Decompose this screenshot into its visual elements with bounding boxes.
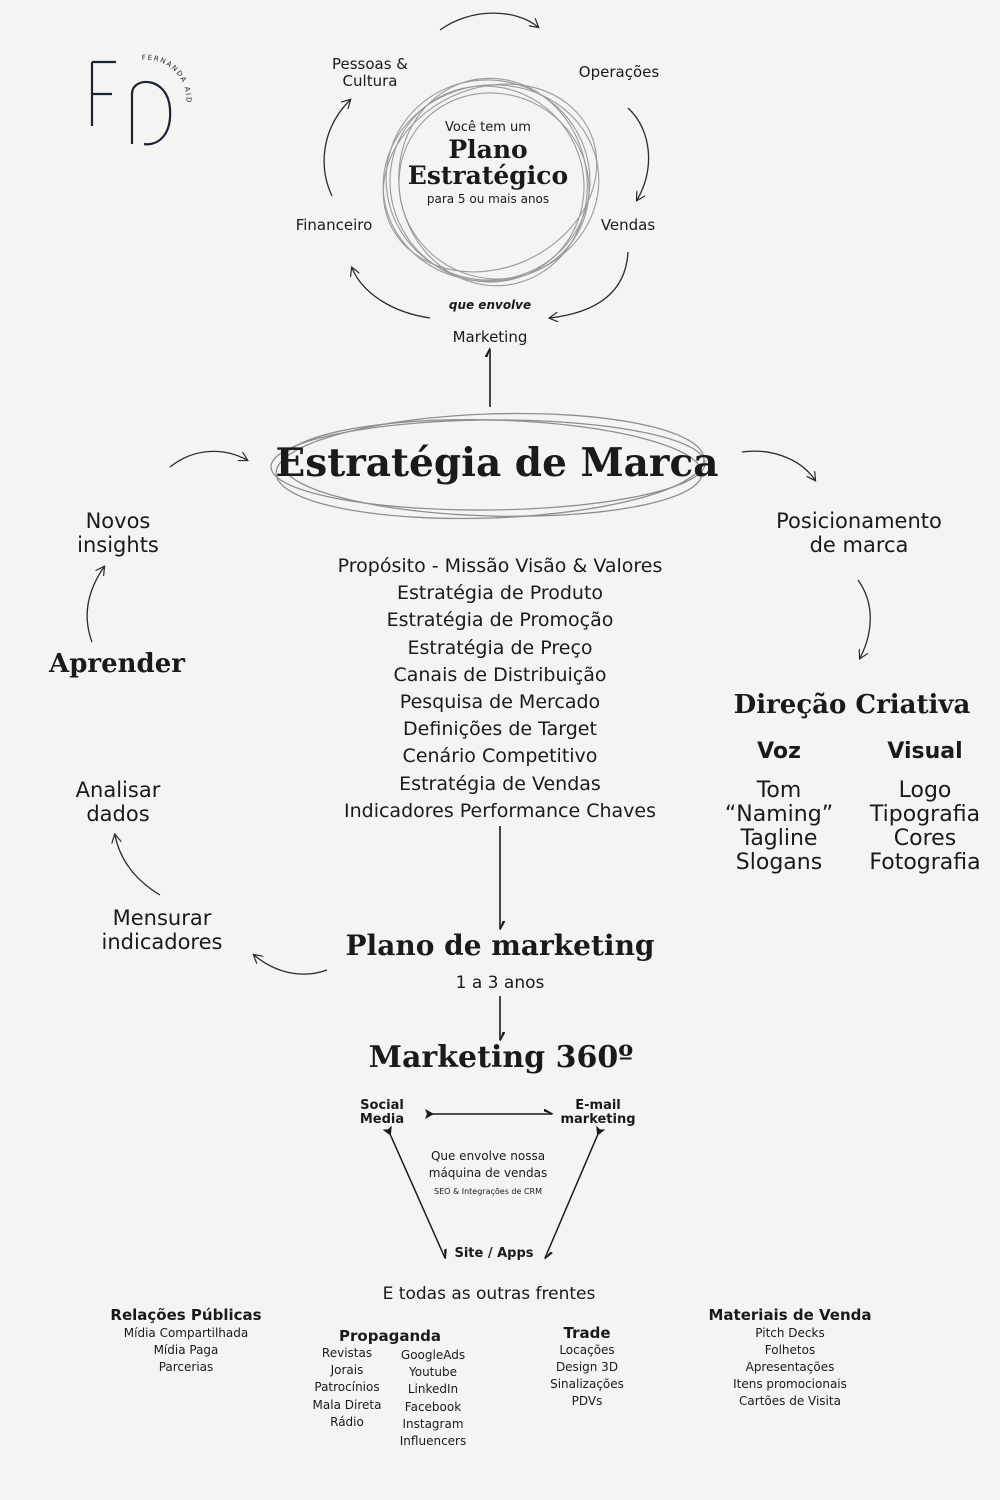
- plano-title-line1: Plano: [448, 135, 528, 164]
- propaganda-item: LinkedIn: [407, 1382, 459, 1397]
- direcao-criativa-title: Direção Criativa: [733, 690, 971, 720]
- plano-marketing-title: Plano de marketing: [345, 929, 655, 962]
- fernanda-aidar-logo: FERNANDA AIDAR: [84, 54, 191, 146]
- rp-item: Mídia Compartilhada: [123, 1326, 249, 1340]
- plano-title-line2: Estratégico: [407, 161, 569, 190]
- mensurar-indicadores: Mensurar indicadores: [101, 906, 223, 954]
- marca-item: Estratégia de Vendas: [399, 772, 601, 795]
- propaganda-item: GoogleAds: [400, 1348, 466, 1362]
- area-operacoes: Operações: [578, 63, 660, 81]
- materiais-title: Materiais de Venda: [708, 1306, 872, 1324]
- posicionamento-marca: Posicionamento de marca: [776, 509, 942, 557]
- propaganda-item: Revistas: [321, 1346, 373, 1360]
- propaganda-item: Rádio: [330, 1414, 364, 1429]
- positioning-arrows: [741, 450, 871, 658]
- estrategia-marca-title: Estratégia de Marca: [275, 440, 719, 486]
- marca-item: Estratégia de Promoção: [386, 609, 614, 632]
- voz-item: Slogans: [735, 850, 823, 875]
- materiais-item: Apresentações: [745, 1360, 835, 1374]
- rp-item: Parcerias: [158, 1360, 214, 1374]
- plano-cycle-arrows: [323, 12, 650, 318]
- propaganda-item: Mala Direta: [312, 1397, 382, 1412]
- social-media-node: Social Media: [359, 1098, 405, 1127]
- propaganda-item: Instagram: [402, 1416, 464, 1431]
- que-envolve-label: que envolve: [448, 298, 532, 312]
- visual-item: Tipografia: [869, 802, 981, 827]
- learning-cycle-arrows: [86, 450, 328, 975]
- visual-item: Fotografia: [869, 850, 981, 875]
- aprender-label: Aprender: [49, 649, 185, 679]
- voz-title: Voz: [757, 739, 801, 764]
- voz-items: Tom “Naming” Tagline Slogans: [725, 779, 833, 875]
- m360-center-line3: SEO & Integrações de CRM: [433, 1187, 543, 1196]
- marca-items-list: Propósito - Missão Visão & Valores Estra…: [338, 553, 663, 825]
- site-apps-node: Site / Apps: [454, 1246, 534, 1261]
- area-financeiro: Financeiro: [295, 216, 373, 234]
- propaganda-title: Propaganda: [339, 1327, 441, 1345]
- novos-insights: Novos insights: [77, 509, 159, 557]
- marca-item: Cenário Competitivo: [402, 745, 598, 768]
- area-pessoas-cultura: Pessoas & Cultura: [331, 55, 409, 91]
- marca-item: Propósito - Missão Visão & Valores: [337, 555, 663, 577]
- email-marketing-node: E-mail marketing: [560, 1098, 636, 1127]
- marca-item: Canais de Distribuição: [393, 663, 607, 686]
- marca-item: Estratégia de Preço: [407, 636, 593, 659]
- materiais-item: Cartões de Visita: [739, 1394, 841, 1408]
- materiais-item: Pitch Decks: [755, 1326, 825, 1340]
- voz-item: Tom: [756, 778, 802, 803]
- marca-scribble-ellipse: [270, 412, 706, 520]
- trade-title: Trade: [563, 1324, 611, 1342]
- rp-title: Relações Públicas: [110, 1306, 262, 1324]
- propaganda-item: Patrocínios: [314, 1380, 380, 1395]
- visual-items: Logo Tipografia Cores Fotografia: [869, 779, 980, 875]
- analisar-dados: Analisar dados: [75, 778, 161, 826]
- propaganda-col2: GoogleAds Youtube LinkedIn Facebook Inst…: [400, 1347, 466, 1450]
- materiais-item: Itens promocionais: [733, 1377, 847, 1391]
- area-vendas: Vendas: [600, 216, 656, 234]
- trade-item: Design 3D: [555, 1360, 619, 1374]
- propaganda-item: Facebook: [404, 1399, 462, 1414]
- voz-item: Tagline: [740, 826, 818, 851]
- m360-triangle-arrows: [390, 1114, 598, 1258]
- marca-item: Indicadores Performance Chaves: [343, 799, 657, 822]
- trade-item: PDVs: [571, 1394, 603, 1408]
- marca-item: Definições de Target: [403, 718, 597, 741]
- marca-item: Pesquisa de Mercado: [399, 691, 601, 714]
- trade-item: Sinalizações: [550, 1377, 624, 1391]
- trade-item: Locações: [559, 1343, 615, 1357]
- marca-item: Estratégia de Produto: [396, 582, 604, 605]
- marketing-label: Marketing: [452, 328, 528, 346]
- visual-item: Logo: [898, 778, 952, 803]
- marketing-360-title: Marketing 360º: [368, 1040, 634, 1075]
- rp-items: Mídia Compartilhada Mídia Paga Parcerias: [124, 1325, 248, 1376]
- visual-title: Visual: [887, 739, 963, 764]
- m360-center-line2: máquina de vendas: [428, 1166, 548, 1180]
- materiais-items: Pitch Decks Folhetos Apresentações Itens…: [733, 1325, 847, 1410]
- plano-intro: Você tem um: [445, 120, 531, 135]
- visual-item: Cores: [893, 826, 957, 851]
- propaganda-col1: Revistas Jorais Patrocínios Mala Direta …: [313, 1345, 382, 1431]
- propaganda-item: Influencers: [399, 1434, 467, 1449]
- materiais-item: Folhetos: [764, 1343, 816, 1357]
- voz-item: “Naming”: [724, 802, 834, 827]
- propaganda-item: Youtube: [409, 1365, 457, 1380]
- plano-scribble-circle: [382, 77, 600, 287]
- trade-items: Locações Design 3D Sinalizações PDVs: [550, 1342, 624, 1410]
- plano-marketing-duration: 1 a 3 anos: [455, 973, 545, 993]
- plano-subtitle: para 5 ou mais anos: [426, 192, 550, 206]
- propaganda-item: Jorais: [330, 1363, 364, 1378]
- m360-center-line1: Que envolve nossa: [430, 1149, 546, 1163]
- rp-item: Mídia Paga: [153, 1343, 219, 1357]
- outras-frentes-title: E todas as outras frentes: [382, 1284, 596, 1304]
